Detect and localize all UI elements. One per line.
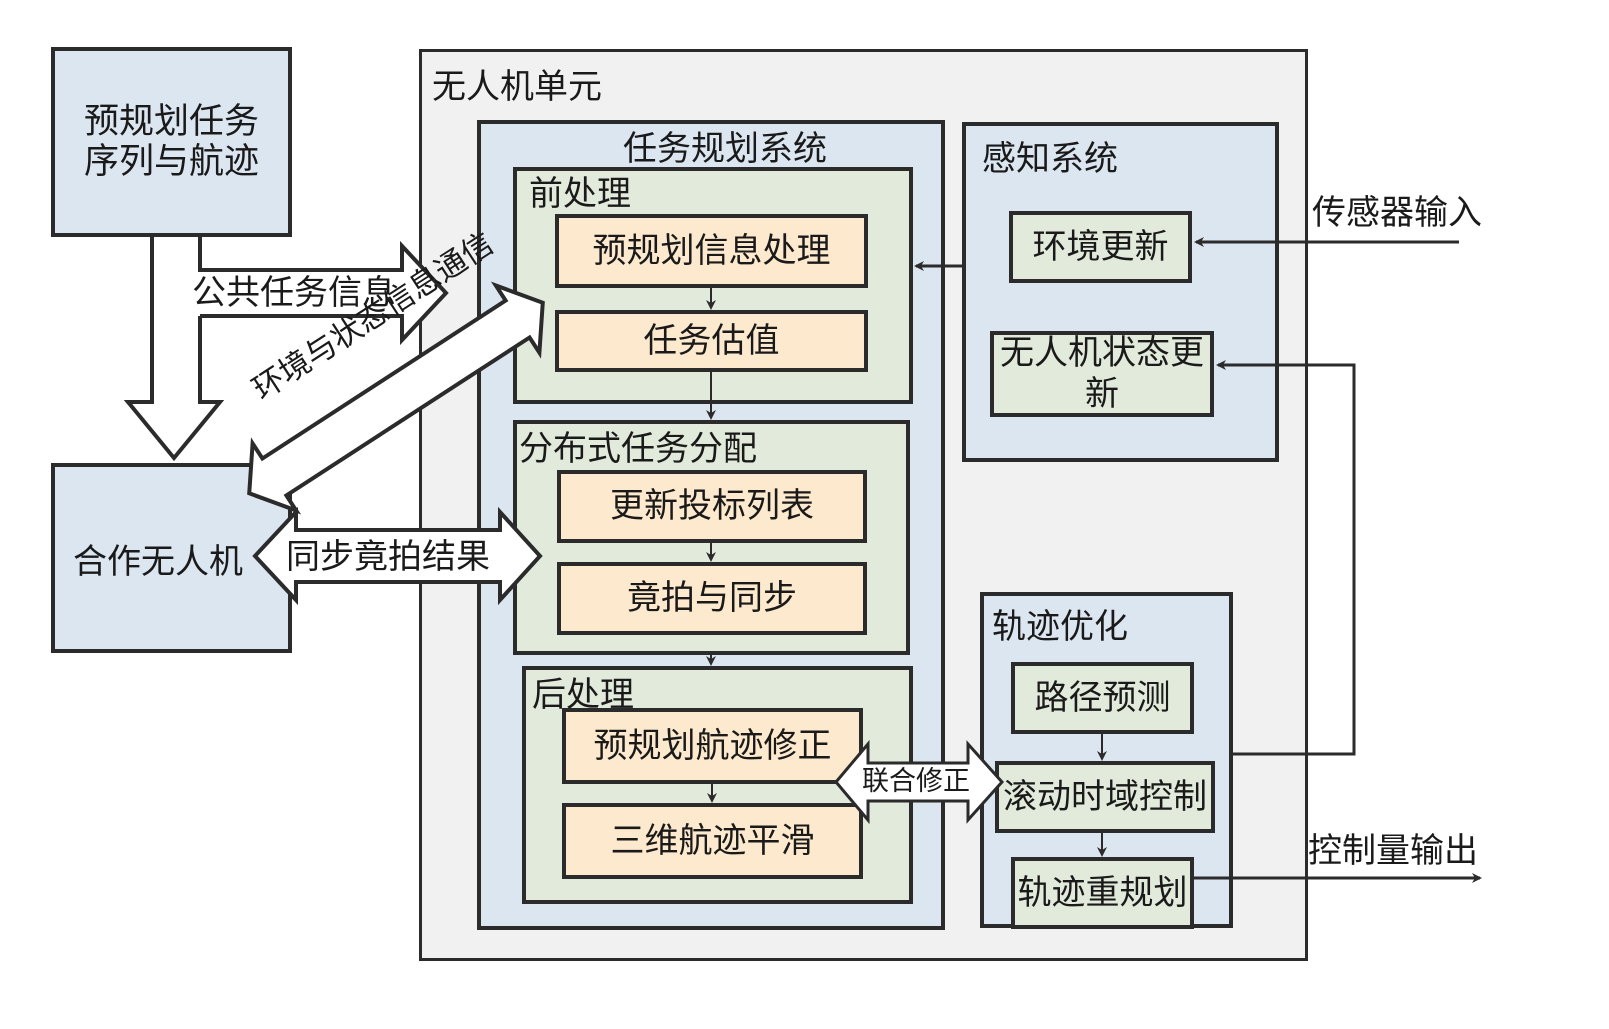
uav-unit-title: 无人机单元: [432, 67, 602, 107]
environment-update-label: 环境更新: [1032, 226, 1169, 267]
joint-correction-label: 联合修正: [862, 766, 970, 797]
task-valuation-node: 任务估值: [555, 310, 868, 372]
task-planning-title: 任务规划系统: [623, 129, 827, 169]
auction-sync-node: 竟拍与同步: [557, 562, 867, 635]
public-task-info-label: 公共任务信息: [192, 273, 396, 313]
task-valuation-label: 任务估值: [643, 320, 780, 361]
path-prediction-node: 路径预测: [1011, 662, 1194, 734]
control-output-label: 控制量输出: [1308, 831, 1478, 871]
update-bid-list-label: 更新投标列表: [610, 486, 814, 527]
preplan-info-process-label: 预规划信息处理: [592, 230, 831, 271]
sync-auction-label: 同步竟拍结果: [286, 537, 490, 577]
3d-path-smoothing-node: 三维航迹平滑: [562, 803, 863, 879]
uav-state-update-node: 无人机状态更新: [990, 331, 1214, 417]
preplan-path-correction-label: 预规划航迹修正: [593, 725, 832, 766]
arrow-down-to-cooperative: [123, 237, 225, 462]
environment-update-node: 环境更新: [1009, 211, 1192, 283]
distributed-allocation-title: 分布式任务分配: [519, 429, 757, 469]
preplanned-task-label: 预规划任务 序列与航迹: [83, 101, 259, 182]
preprocess-title: 前处理: [529, 174, 631, 214]
update-bid-list-node: 更新投标列表: [557, 470, 867, 543]
auction-sync-label: 竟拍与同步: [627, 578, 797, 619]
3d-path-smoothing-label: 三维航迹平滑: [610, 820, 815, 861]
path-prediction-label: 路径预测: [1034, 677, 1171, 718]
postprocess-title: 后处理: [532, 675, 634, 715]
uav-state-update-label: 无人机状态更新: [1000, 333, 1204, 414]
receding-horizon-control-node: 滚动时域控制: [995, 761, 1215, 833]
perception-title: 感知系统: [982, 139, 1118, 179]
sensor-input-label: 传感器输入: [1312, 193, 1482, 233]
trajectory-replanning-node: 轨迹重规划: [1011, 857, 1194, 929]
receding-horizon-control-label: 滚动时域控制: [1003, 776, 1207, 817]
cooperative-uav-label: 合作无人机: [73, 542, 243, 582]
cooperative-uav-box: 合作无人机: [51, 463, 292, 653]
trajectory-optimization-title: 轨迹优化: [992, 607, 1128, 647]
preplan-info-process-node: 预规划信息处理: [555, 214, 868, 288]
preplanned-task-box: 预规划任务 序列与航迹: [51, 47, 292, 237]
preplan-path-correction-node: 预规划航迹修正: [562, 708, 863, 784]
trajectory-replanning-label: 轨迹重规划: [1017, 872, 1188, 913]
